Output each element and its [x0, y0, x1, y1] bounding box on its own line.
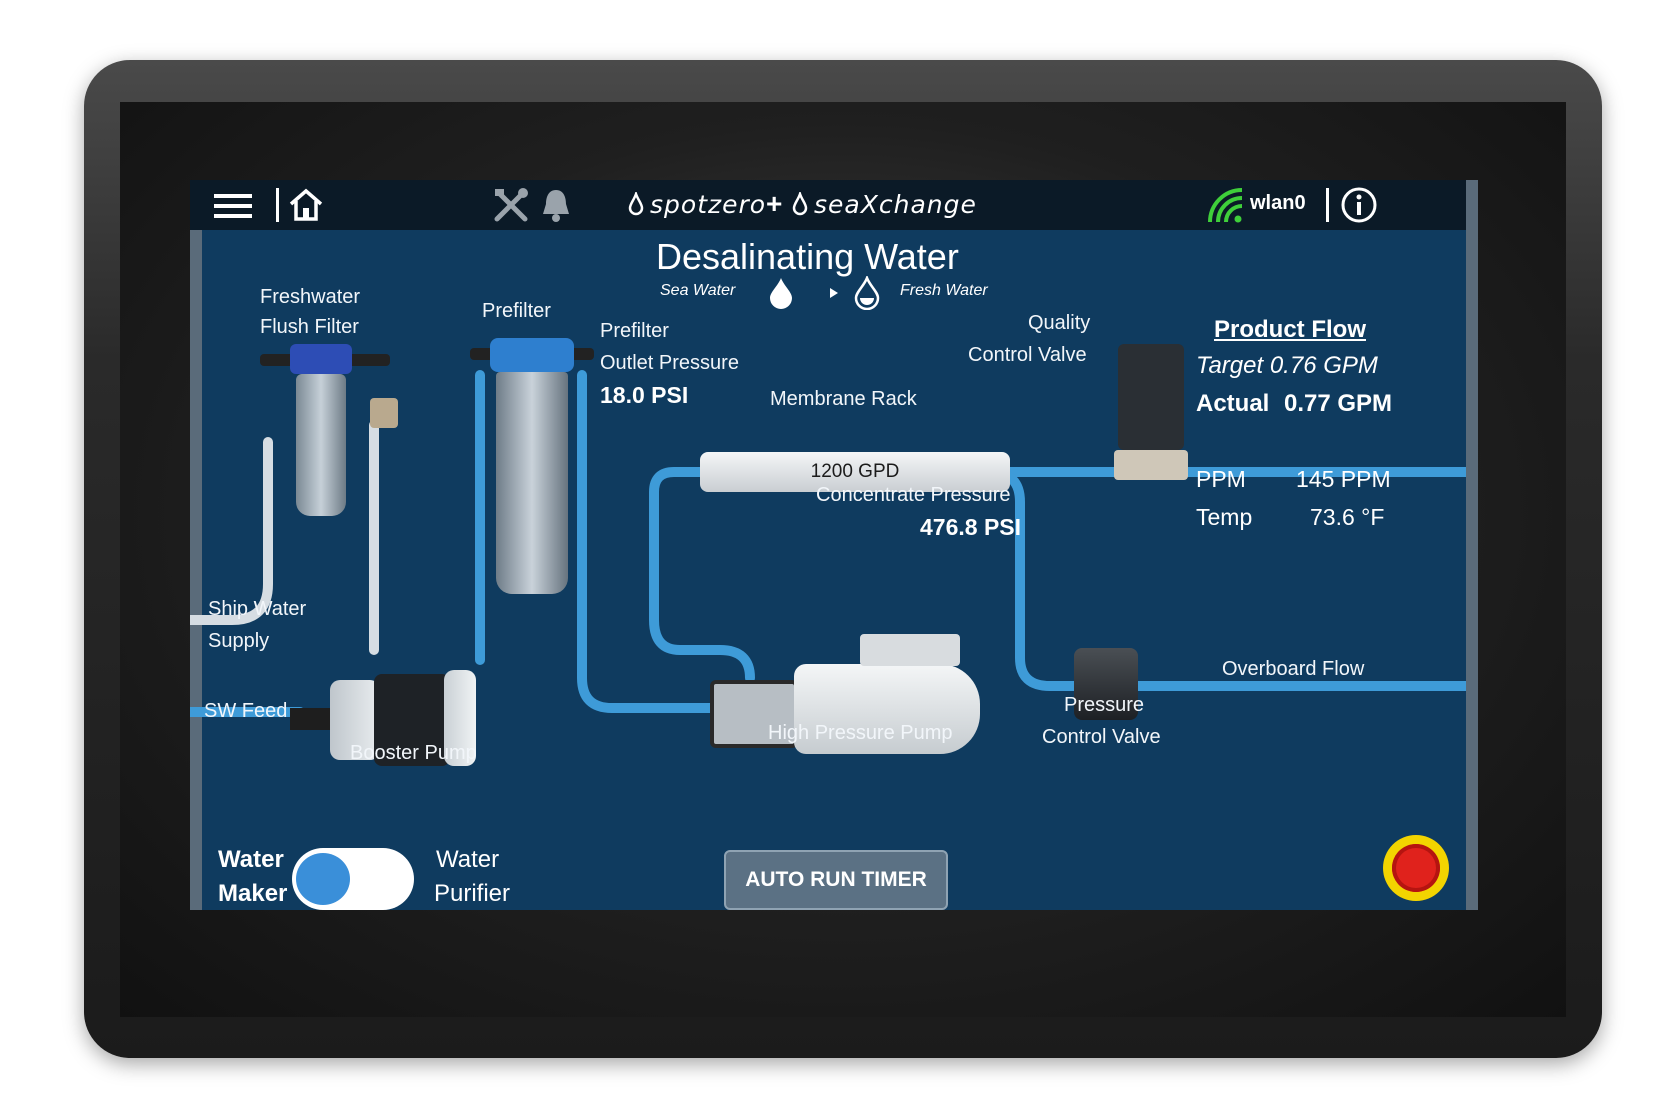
- ppm-value: 145 PPM: [1296, 466, 1391, 492]
- status-title: Desalinating Water: [656, 236, 959, 277]
- freshwater-label-2: Flush Filter: [260, 316, 359, 338]
- membrane-capacity: 1200 GPD: [810, 461, 900, 482]
- top-bar: spotzero + seaXchange wlan0: [190, 180, 1478, 230]
- divider: [1326, 188, 1329, 222]
- concentrate-pressure-value: 476.8 PSI: [920, 514, 1022, 540]
- fresh-water-drop-icon: [854, 276, 880, 310]
- ship-water-label-2: Supply: [208, 630, 270, 652]
- ship-water-pipe: [190, 437, 273, 625]
- pipe-diagram: [190, 370, 1478, 717]
- pressure-control-valve[interactable]: [1074, 648, 1138, 720]
- emergency-stop-button[interactable]: [1383, 835, 1449, 901]
- brand-spotzero: spotzero: [650, 190, 767, 219]
- display-screen: spotzero + seaXchange wlan0 Desalinating…: [190, 180, 1478, 910]
- brand-seaxchange: seaXchange: [814, 190, 977, 219]
- sea-water-label: Sea Water: [660, 282, 736, 299]
- arrow-right-icon: [830, 288, 838, 298]
- product-flow-target: Target 0.76 GPM: [1196, 352, 1378, 379]
- bell-icon[interactable]: [540, 186, 572, 224]
- fresh-water-label: Fresh Water: [900, 282, 988, 299]
- membrane-rack-label: Membrane Rack: [770, 388, 917, 410]
- menu-icon[interactable]: [214, 192, 254, 220]
- mode-water-maker-2: Maker: [218, 880, 288, 907]
- ppm-label: PPM: [1196, 466, 1246, 492]
- network-name: wlan0: [1250, 192, 1306, 214]
- sw-feed-label: SW Feed: [204, 700, 288, 722]
- pressure-valve-label-1: Pressure: [1064, 694, 1145, 716]
- membrane-rack[interactable]: 1200 GPD: [700, 452, 1010, 492]
- home-icon[interactable]: [288, 188, 324, 222]
- mode-water-maker-1: Water: [218, 846, 284, 873]
- water-drop-icon: [770, 278, 792, 309]
- prefilter-outlet-pipe: [577, 370, 755, 713]
- prefilter-pressure-value: 18.0 PSI: [600, 382, 689, 408]
- mode-water-purifier-2: Purifier: [434, 880, 511, 907]
- prefilter-label: Prefilter: [482, 300, 551, 322]
- quality-control-valve[interactable]: [1114, 344, 1188, 480]
- spotzero-logo-icon: [628, 192, 644, 216]
- tools-icon[interactable]: [492, 186, 530, 224]
- product-flow-title[interactable]: Product Flow: [1214, 316, 1366, 343]
- ship-water-label-1: Ship Water: [208, 598, 307, 620]
- booster-pump[interactable]: [290, 670, 480, 766]
- prefilter-pressure-label-1: Prefilter: [600, 320, 669, 342]
- product-flow-actual-label: Actual: [1196, 390, 1270, 417]
- high-pressure-pump[interactable]: [710, 634, 980, 758]
- freshwater-label-1: Freshwater: [260, 286, 361, 308]
- brand-plus: +: [766, 188, 783, 219]
- temp-value: 73.6 °F: [1310, 504, 1385, 530]
- high-pressure-pump-label: High Pressure Pump: [768, 722, 953, 744]
- seaxchange-logo-icon: [792, 192, 808, 216]
- booster-pump-label: Booster Pump: [350, 742, 477, 764]
- quality-valve-label-2: Control Valve: [968, 344, 1087, 366]
- divider: [276, 188, 279, 222]
- temp-label: Temp: [1196, 504, 1253, 530]
- emergency-stop-icon: [1392, 844, 1440, 892]
- hp-to-membrane-pipe: [649, 467, 755, 683]
- toggle-knob: [296, 853, 350, 905]
- freshwater-flush-filter[interactable]: [260, 340, 398, 520]
- product-flow-actual-value: 0.77 GPM: [1284, 390, 1393, 417]
- wifi-icon: [1208, 188, 1243, 223]
- info-icon[interactable]: [1340, 186, 1378, 224]
- concentrate-pressure-label: Concentrate Pressure: [816, 484, 1011, 506]
- mode-water-purifier-1: Water: [436, 846, 500, 873]
- quality-valve-label-1: Quality: [1028, 312, 1091, 334]
- auto-run-timer-button[interactable]: AUTO RUN TIMER: [724, 850, 948, 910]
- pressure-valve-label-2: Control Valve: [1042, 726, 1161, 748]
- prefilter[interactable]: [470, 338, 594, 600]
- prefilter-pressure-label-2: Outlet Pressure: [600, 352, 739, 374]
- mode-toggle-switch[interactable]: [292, 848, 414, 910]
- overboard-flow-label: Overboard Flow: [1222, 658, 1365, 680]
